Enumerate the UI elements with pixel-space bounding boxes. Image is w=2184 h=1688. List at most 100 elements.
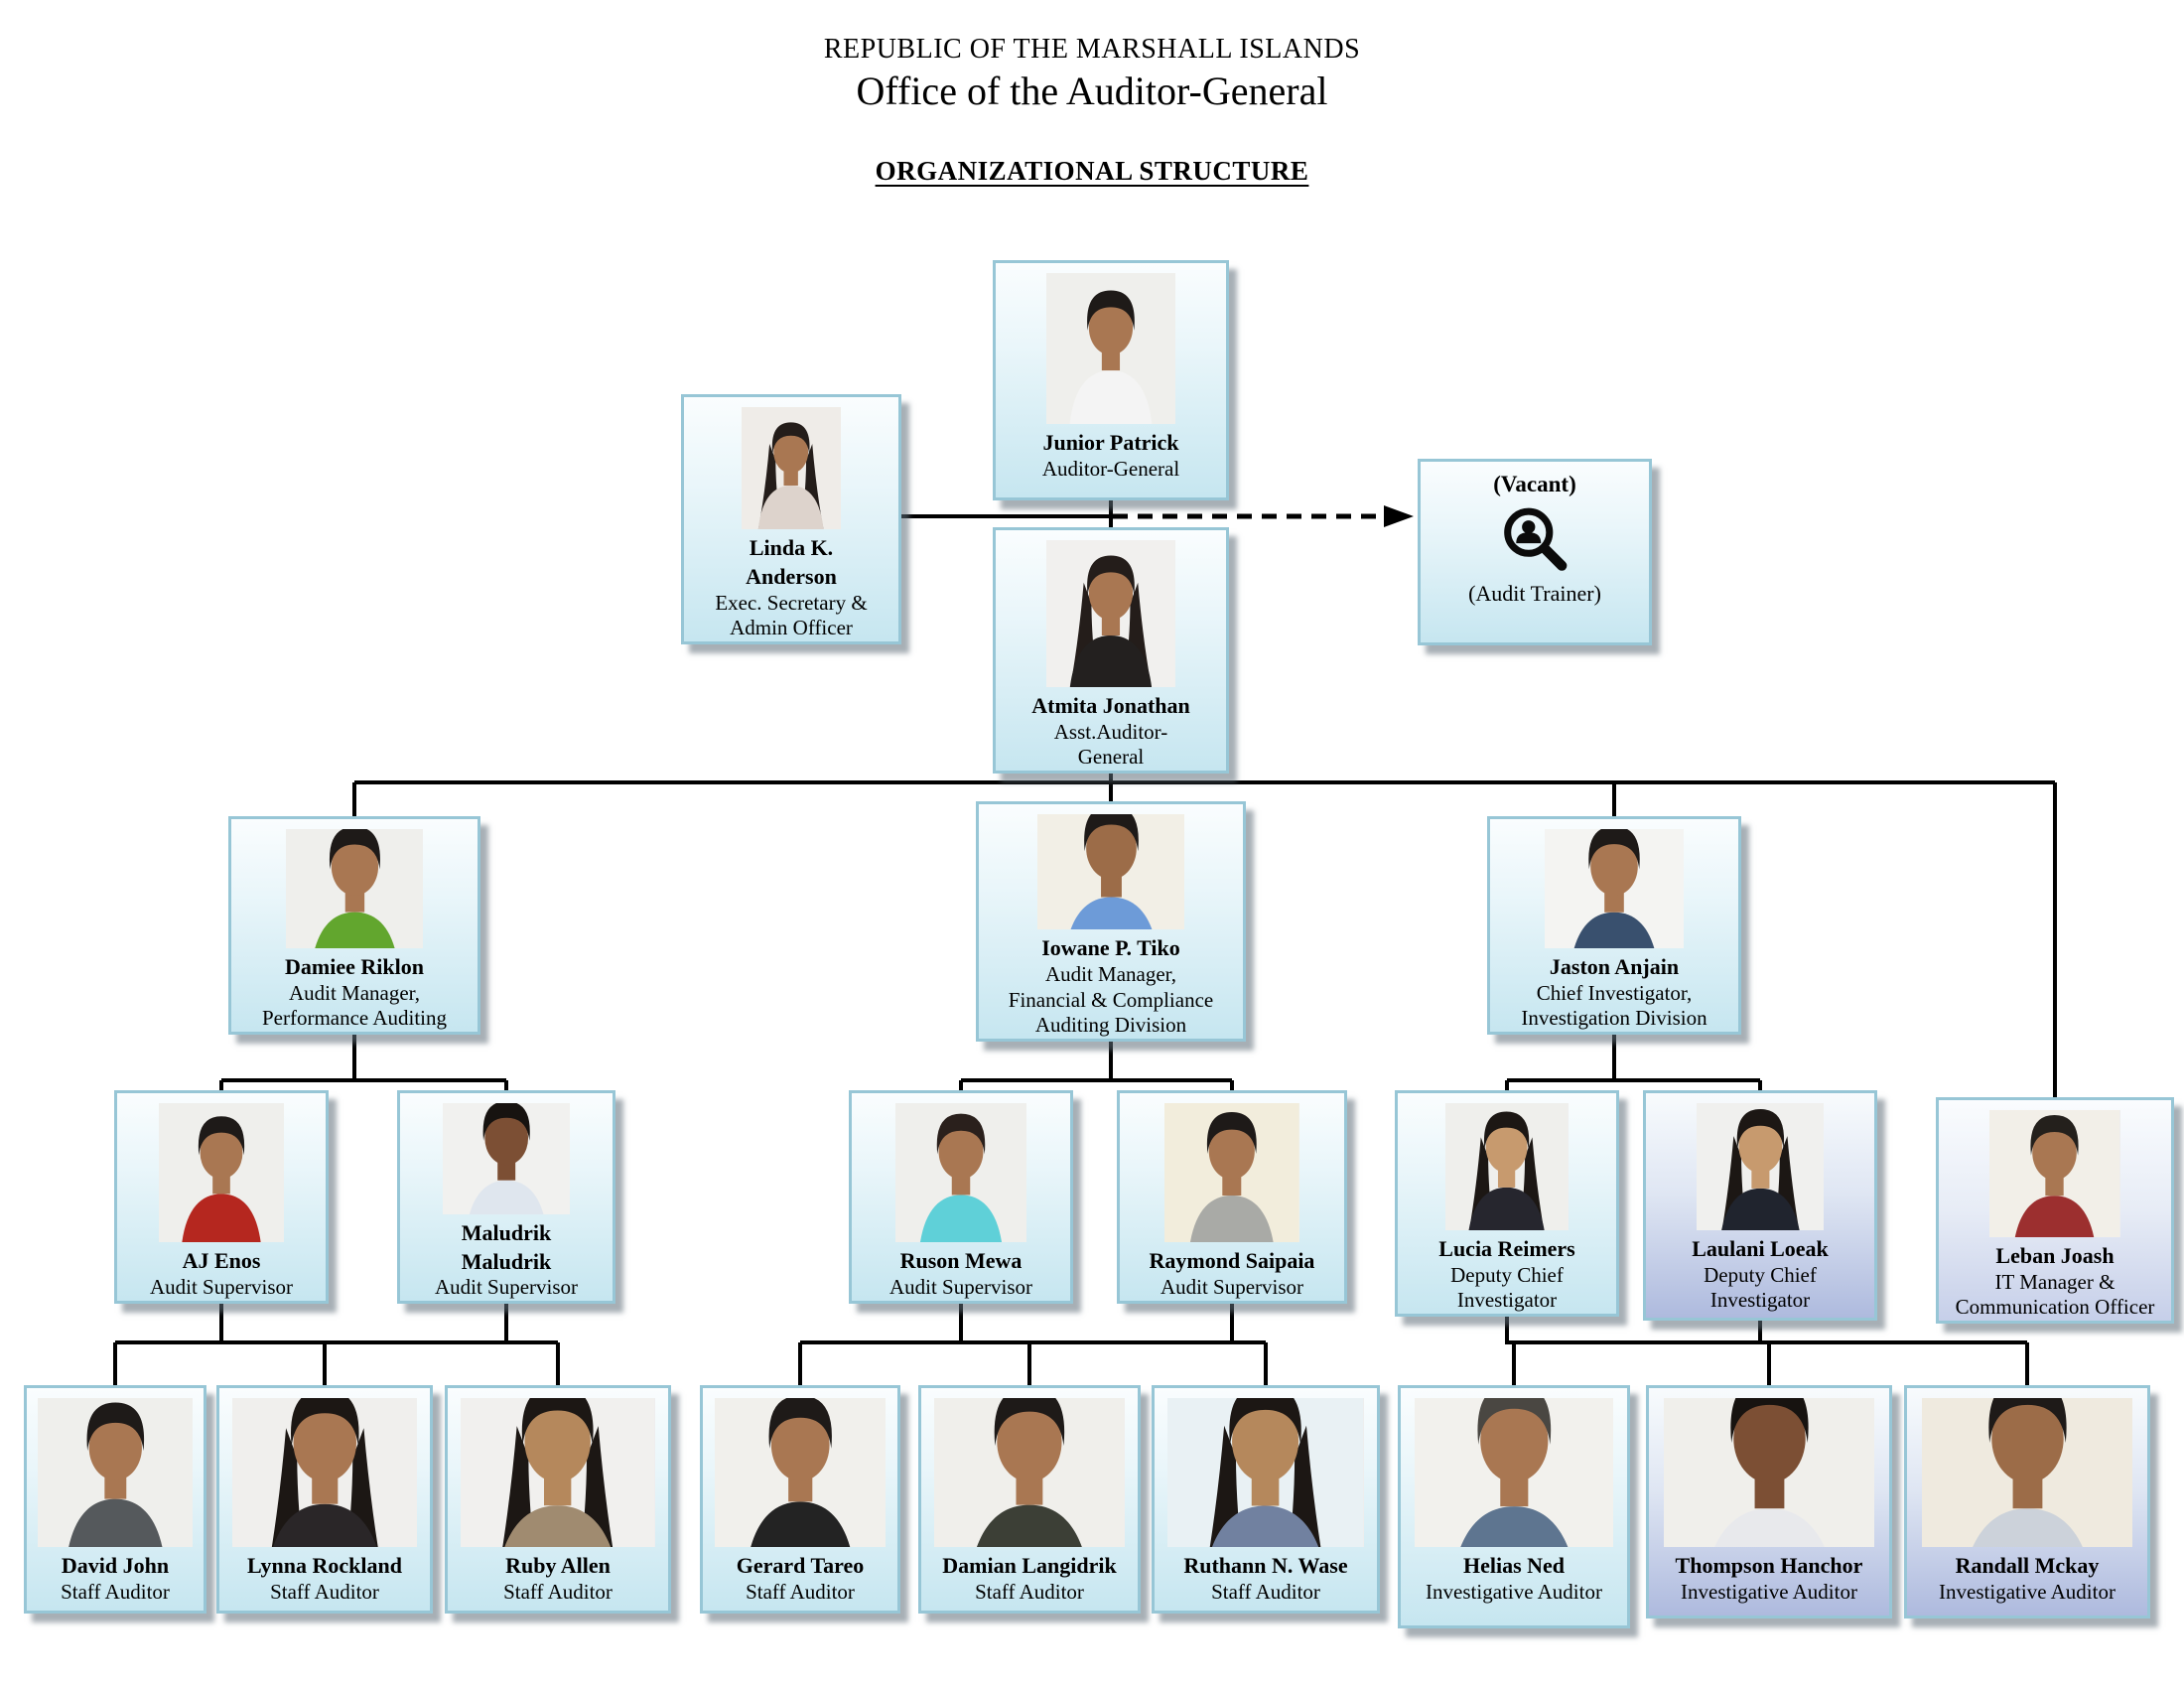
person-role-2: Investigator <box>1709 1288 1811 1313</box>
org-box-thompson-hanchor: Thompson Hanchor Investigative Auditor <box>1646 1385 1892 1618</box>
org-box-lucia-reimers: Lucia Reimers Deputy Chief Investigator <box>1395 1090 1619 1317</box>
person-name-2: Anderson <box>746 563 837 589</box>
person-role-2: Communication Officer <box>1955 1295 2155 1320</box>
portrait-photo <box>895 1103 1026 1242</box>
person-role: Deputy Chief <box>1450 1262 1564 1287</box>
org-box-ruby-allen: Ruby Allen Staff Auditor <box>445 1385 671 1614</box>
person-name: Laulani Loeak <box>1692 1236 1829 1261</box>
person-role: Audit Supervisor <box>434 1275 579 1300</box>
person-role-2: Investigator <box>1456 1288 1558 1313</box>
person-name: Raymond Saipaia <box>1149 1248 1315 1273</box>
person-name: Iowane P. Tiko <box>1041 935 1180 961</box>
person-name: Ruson Mewa <box>899 1248 1023 1273</box>
org-box-leban-joash: Leban Joash IT Manager & Communication O… <box>1936 1097 2174 1324</box>
person-name: Atmita Jonathan <box>1031 692 1190 718</box>
portrait-photo <box>1046 273 1175 424</box>
portrait-photo <box>1989 1110 2120 1237</box>
connector-staff-left <box>113 1304 560 1385</box>
org-box-david-john: David John Staff Auditor <box>24 1385 206 1614</box>
portrait-photo <box>442 1103 571 1214</box>
portrait-photo <box>285 829 424 948</box>
org-box-helias-ned: Helias Ned Investigative Auditor <box>1398 1385 1630 1628</box>
portrait-photo <box>742 407 841 530</box>
person-name: Linda K. <box>749 535 834 561</box>
person-role: Staff Auditor <box>746 1579 855 1604</box>
portrait-photo <box>1921 1398 2133 1547</box>
org-box-raymond-saipaia: Raymond Saipaia Audit Supervisor <box>1117 1090 1347 1304</box>
header-office: Office of the Auditor-General <box>856 69 1328 113</box>
portrait-photo <box>461 1398 655 1547</box>
person-role-2: Performance Auditing <box>261 1006 448 1031</box>
person-name-2: Maludrik <box>461 1248 552 1274</box>
person-name: AJ Enos <box>182 1248 261 1273</box>
person-role: Investigative Auditor <box>1939 1579 2116 1604</box>
org-box-ruson-mewa: Ruson Mewa Audit Supervisor <box>849 1090 1073 1304</box>
person-role-2: General <box>1077 745 1145 770</box>
portrait-photo <box>1663 1398 1875 1547</box>
person-name: Damiee Riklon <box>285 953 424 979</box>
person-role: Exec. Secretary & <box>715 590 868 615</box>
org-box-jaston-anjain: Jaston Anjain Chief Investigator, Invest… <box>1487 816 1741 1035</box>
person-role: Asst.Auditor- <box>1053 719 1168 744</box>
person-role: Staff Auditor <box>1211 1579 1320 1604</box>
person-role-2: Investigation Division <box>1521 1006 1707 1031</box>
person-role: Audit Manager, <box>1044 962 1177 987</box>
person-name: David John <box>61 1553 170 1578</box>
org-box-maludrik-maludrik: Maludrik Maludrik Audit Supervisor <box>397 1090 615 1304</box>
person-name: Lucia Reimers <box>1438 1235 1575 1261</box>
portrait-photo <box>1545 829 1684 948</box>
org-box-randall-mckay: Randall Mckay Investigative Auditor <box>1904 1385 2150 1618</box>
person-role-2: Financial & Compliance <box>1008 987 1214 1012</box>
portrait-photo <box>1036 814 1185 930</box>
connector-investigation-group <box>1505 1035 1762 1090</box>
person-role: Audit Supervisor <box>1160 1274 1304 1299</box>
person-name: Jaston Anjain <box>1549 953 1680 979</box>
person-role: Staff Auditor <box>503 1579 613 1604</box>
portrait-photo <box>1167 1398 1364 1547</box>
person-name: Ruthann N. Wase <box>1183 1553 1348 1578</box>
person-role: Audit Manager, <box>288 980 421 1005</box>
org-box-laulani-loeak: Laulani Loeak Deputy Chief Investigator <box>1643 1090 1877 1321</box>
person-name: Maludrik <box>461 1219 552 1245</box>
person-name: Lynna Rockland <box>247 1553 402 1578</box>
person-role: Deputy Chief <box>1704 1262 1817 1287</box>
connector-investigative-bottom <box>1505 1317 2029 1385</box>
org-box-gerard-tareo: Gerard Tareo Staff Auditor <box>700 1385 900 1614</box>
person-name: Gerard Tareo <box>736 1553 865 1578</box>
portrait-photo <box>1414 1398 1614 1547</box>
vacant-role: (Audit Trainer) <box>1468 581 1601 606</box>
org-box-junior-patrick: Junior Patrick Auditor-General <box>993 260 1229 500</box>
header-republic: REPUBLIC OF THE MARSHALL ISLANDS <box>823 34 1361 65</box>
org-box-atmita-jonathan: Atmita Jonathan Asst.Auditor- General <box>993 527 1229 774</box>
person-name: Ruby Allen <box>505 1553 611 1578</box>
portrait-photo <box>37 1398 194 1547</box>
person-name: Randall Mckay <box>1955 1553 2100 1578</box>
person-search-icon <box>1504 507 1568 571</box>
connector-financial-group <box>959 1042 1234 1090</box>
page-header: REPUBLIC OF THE MARSHALL ISLANDS Office … <box>0 34 2184 187</box>
portrait-photo <box>714 1398 887 1547</box>
person-role-2: Admin Officer <box>730 616 853 640</box>
portrait-photo <box>1164 1103 1299 1242</box>
person-role: Audit Supervisor <box>888 1274 1033 1299</box>
portrait-photo <box>159 1103 284 1242</box>
person-role: Staff Auditor <box>61 1579 170 1604</box>
person-role: Auditor-General <box>1041 456 1180 481</box>
person-role: Audit Supervisor <box>149 1274 294 1299</box>
portrait-photo <box>231 1398 418 1547</box>
org-box-ruthann-wase: Ruthann N. Wase Staff Auditor <box>1152 1385 1380 1614</box>
org-box-damiee-riklon: Damiee Riklon Audit Manager, Performance… <box>228 816 480 1035</box>
portrait-photo <box>934 1398 1125 1547</box>
person-name: Thompson Hanchor <box>1675 1553 1863 1578</box>
org-box-linda-anderson: Linda K. Anderson Exec. Secretary & Admi… <box>681 394 901 644</box>
person-role: Investigative Auditor <box>1426 1579 1602 1604</box>
portrait-photo <box>1445 1103 1569 1230</box>
person-role-3: Auditing Division <box>1034 1013 1187 1038</box>
org-box-iowane-tiko: Iowane P. Tiko Audit Manager, Financial … <box>976 801 1246 1042</box>
connector-performance-group <box>219 1035 508 1090</box>
person-name: Helias Ned <box>1462 1553 1566 1578</box>
person-name: Junior Patrick <box>1042 430 1179 455</box>
person-role: Investigative Auditor <box>1681 1579 1857 1604</box>
org-box-aj-enos: AJ Enos Audit Supervisor <box>114 1090 329 1304</box>
